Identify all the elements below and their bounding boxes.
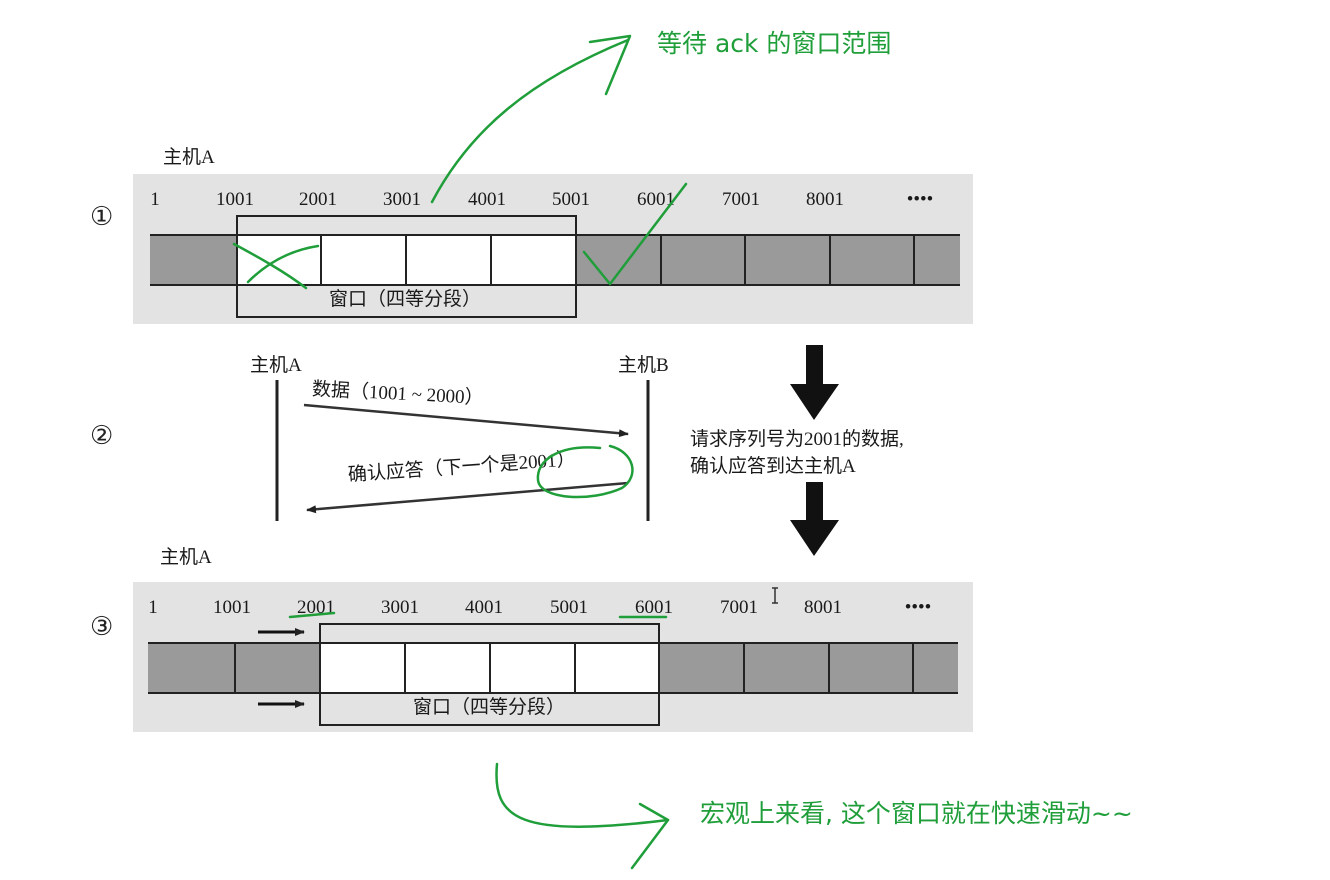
sequence-number: 8001 (806, 189, 844, 210)
segment (150, 236, 238, 284)
segment (148, 644, 236, 692)
cross-mark-stroke-1 (232, 242, 308, 290)
bottom-pointer-arrow (495, 762, 670, 828)
step3-window-caption: 窗口（四等分段） (412, 697, 565, 718)
sequence-number: •••• (904, 597, 932, 618)
side-note-line1: 请求序列号为2001的数据, (690, 429, 904, 450)
segment (406, 644, 491, 692)
segment (831, 236, 915, 284)
segment (745, 644, 830, 692)
sequence-number: •••• (906, 189, 934, 210)
data-arrow (303, 403, 629, 438)
sequence-number: 6001 (637, 189, 675, 210)
down-arrow-lower (790, 482, 839, 556)
bottom-pointer-arrowhead (630, 802, 670, 870)
step3-marker: ③ (90, 612, 114, 642)
step3-host-label: 主机A (160, 547, 212, 568)
sequence-number: 5001 (552, 189, 590, 210)
step3-byte-stream (148, 642, 958, 694)
bottom-annotation: 宏观上来看, 这个窗口就在快速滑动~~ (700, 799, 1133, 828)
sequence-number: 3001 (383, 189, 421, 210)
step1-marker: ① (90, 202, 114, 232)
segment (660, 644, 745, 692)
sequence-number: 4001 (468, 189, 506, 210)
sequence-number: 4001 (465, 597, 503, 618)
ack-circle (536, 444, 634, 499)
sequence-number: 5001 (550, 597, 588, 618)
segment (662, 236, 746, 284)
underline-2001 (288, 611, 336, 619)
segment (915, 236, 960, 284)
step2-marker: ② (90, 421, 114, 451)
check-mark (582, 182, 688, 286)
sequence-number: 1001 (216, 189, 254, 210)
step1-host-label: 主机A (163, 147, 215, 168)
ack-arrow (306, 481, 629, 514)
text-cursor-icon (772, 587, 778, 604)
step1-window-caption: 窗口（四等分段） (328, 289, 481, 310)
sequence-number: 1 (150, 189, 160, 210)
down-arrow-upper (790, 345, 839, 420)
segment (321, 644, 406, 692)
segment (238, 236, 322, 284)
segment (322, 236, 407, 284)
sequence-number: 2001 (299, 189, 337, 210)
top-annotation: 等待 ack 的窗口范围 (657, 29, 892, 58)
top-pointer-arrow (430, 38, 630, 204)
sequence-number: 3001 (381, 597, 419, 618)
top-pointer-arrowhead (588, 34, 632, 96)
segment (830, 644, 914, 692)
sequence-number: 6001 (635, 597, 673, 618)
step2-host-b-label: 主机B (618, 355, 669, 376)
sequence-number: 1001 (213, 597, 251, 618)
sequence-number: 1 (148, 597, 158, 618)
side-note-line2: 确认应答到达主机A (690, 456, 856, 477)
step1-sequence-numbers: 1 1001 2001 3001 4001 5001 6001 7001 8001 •••• (0, 189, 1330, 213)
step2-host-a-label: 主机A (250, 355, 302, 376)
sequence-number: 7001 (722, 189, 760, 210)
segment (407, 236, 492, 284)
segment (491, 644, 576, 692)
step1-window-frame (236, 215, 577, 318)
cross-mark-stroke-2 (246, 244, 320, 284)
step3-window-frame (319, 623, 660, 726)
sequence-number: 8001 (804, 597, 842, 618)
segment (746, 236, 831, 284)
segment (914, 644, 958, 692)
sequence-number: 7001 (720, 597, 758, 618)
